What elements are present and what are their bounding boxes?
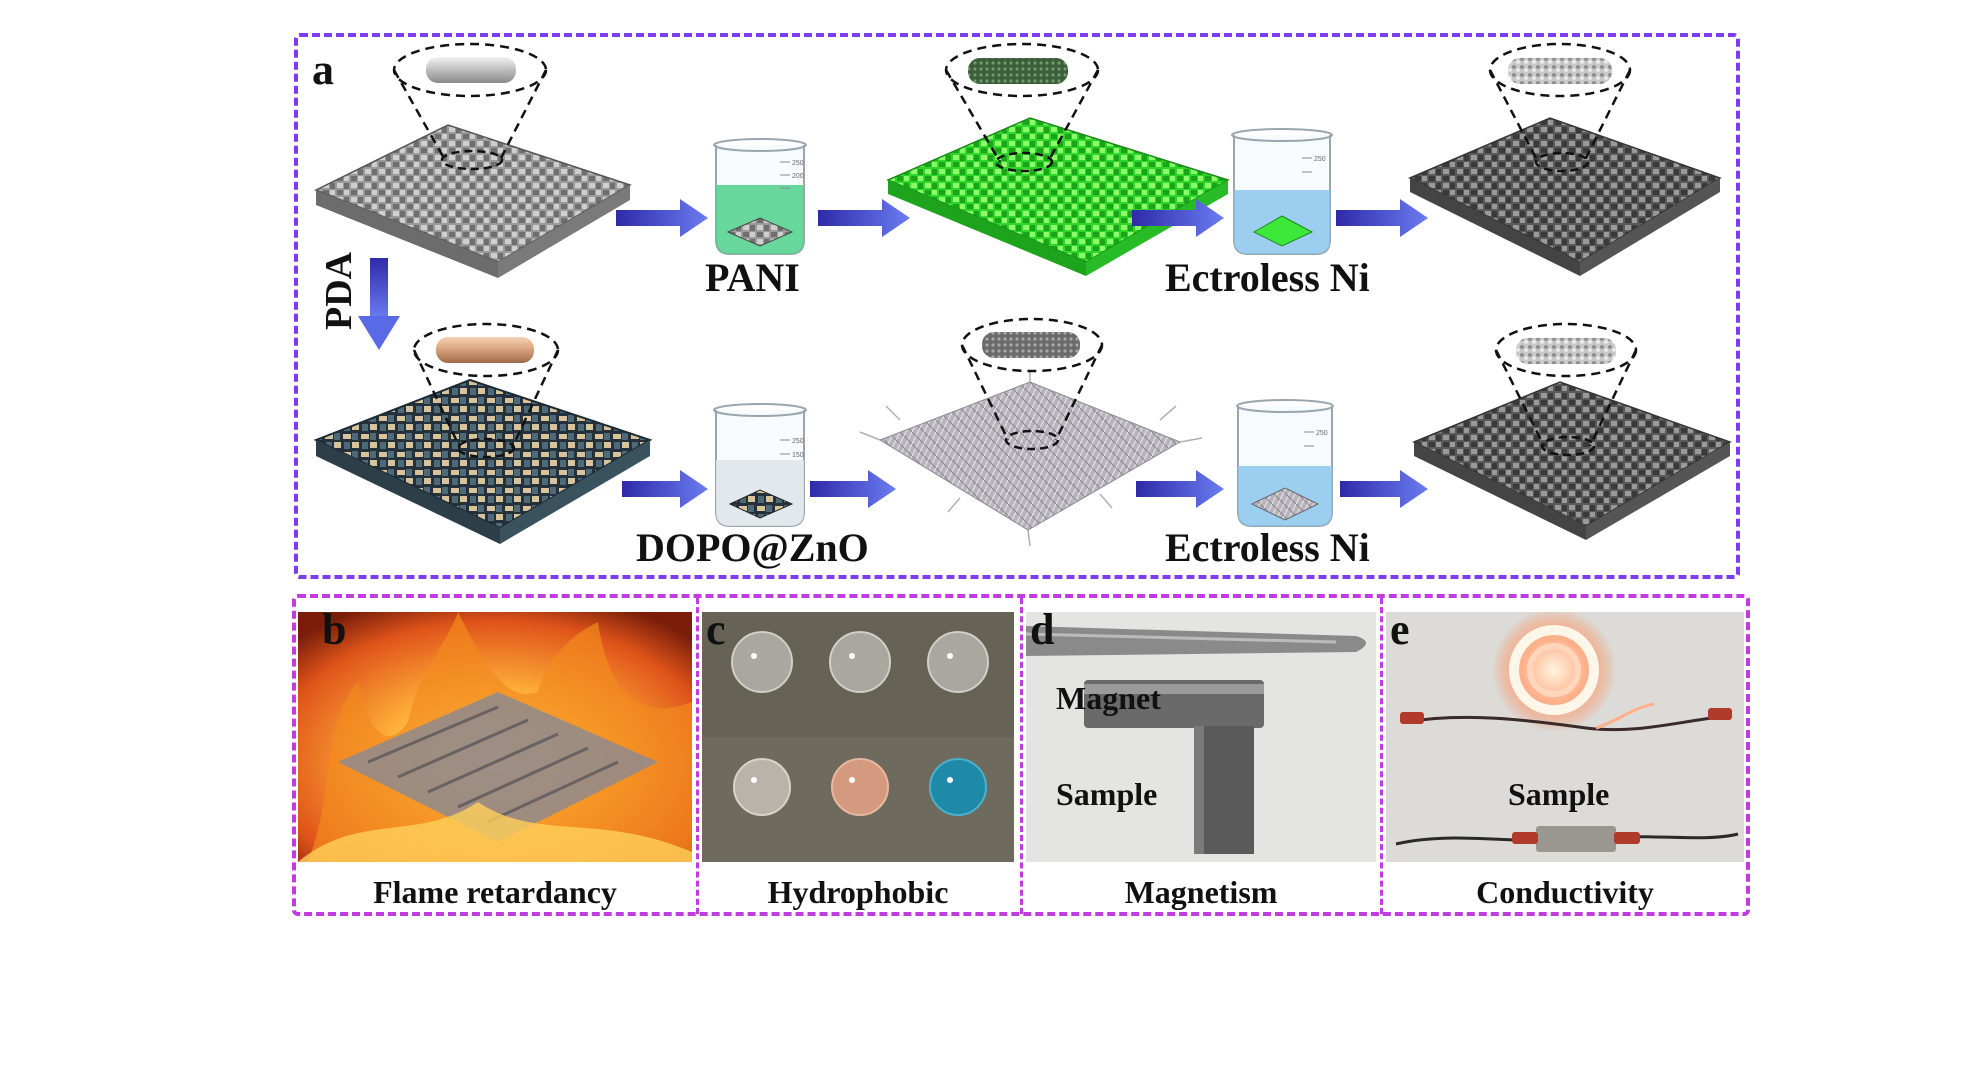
panel-a-letter: a bbox=[312, 45, 334, 94]
beaker-pani: 250 200 bbox=[713, 138, 807, 255]
process-arrow bbox=[616, 199, 708, 237]
fiber-rod-icon bbox=[1508, 58, 1612, 84]
fiber-rod-icon bbox=[982, 332, 1080, 358]
magnifier-cone-2 bbox=[944, 42, 1100, 173]
svg-text:150: 150 bbox=[792, 452, 804, 459]
beaker-ni-top: 250 bbox=[1231, 128, 1333, 255]
svg-text:250: 250 bbox=[1316, 430, 1328, 437]
beaker-dopo-zno: 250 150 bbox=[713, 403, 807, 527]
panel-e-letter: e bbox=[1390, 605, 1410, 654]
panel-a-schematic: 250 200 250 bbox=[313, 42, 1732, 547]
step-label-dopo-zno: DOPO@ZnO bbox=[636, 525, 869, 570]
magnifier-cone-1 bbox=[392, 42, 548, 171]
divider bbox=[696, 598, 699, 914]
svg-text:250: 250 bbox=[1314, 156, 1326, 163]
svg-text:250: 250 bbox=[792, 160, 804, 167]
step-label-ni-top: Ectroless Ni bbox=[1165, 255, 1370, 300]
photo-flame-retardancy bbox=[298, 612, 692, 862]
process-arrow bbox=[1340, 470, 1428, 508]
photo-magnetism bbox=[1026, 612, 1376, 862]
svg-text:250: 250 bbox=[792, 438, 804, 445]
magnifier-cone-4 bbox=[412, 322, 560, 459]
panel-b-letter: b bbox=[322, 605, 347, 654]
fiber-rod-icon bbox=[426, 57, 516, 83]
step-label-pani: PANI bbox=[705, 255, 800, 300]
divider bbox=[1380, 598, 1383, 914]
panel-d-letter: d bbox=[1030, 605, 1055, 654]
fabric-dopo-ni bbox=[1412, 381, 1732, 540]
caption-flame-retardancy: Flame retardancy bbox=[373, 874, 617, 910]
process-arrow bbox=[622, 470, 708, 508]
beaker-ni-bottom: 250 bbox=[1236, 399, 1334, 527]
process-arrow bbox=[1336, 199, 1428, 237]
step-label-ni-bottom: Ectroless Ni bbox=[1165, 525, 1370, 570]
photo-conductivity bbox=[1386, 612, 1744, 862]
magnifier-cone-5 bbox=[960, 317, 1104, 451]
divider bbox=[1020, 598, 1023, 914]
caption-hydrophobic: Hydrophobic bbox=[767, 874, 949, 910]
magnifier-cone-6 bbox=[1494, 322, 1638, 457]
fiber-rod-icon bbox=[436, 337, 534, 363]
caption-magnetism: Magnetism bbox=[1124, 874, 1278, 910]
pda-arrow-shaft bbox=[370, 258, 388, 318]
photo-hydrophobic bbox=[702, 612, 1014, 862]
bottom-panels-frame bbox=[292, 594, 1750, 916]
fabric-pda bbox=[313, 378, 653, 544]
label-sample-conductivity: Sample bbox=[1508, 776, 1610, 812]
process-arrow bbox=[1132, 199, 1224, 237]
magnifier-cone-3 bbox=[1488, 42, 1632, 173]
fiber-rod-icon bbox=[968, 58, 1068, 84]
label-sample-magnetism: Sample bbox=[1056, 776, 1158, 812]
process-arrow bbox=[1136, 470, 1224, 508]
fabric-dopo-zno bbox=[859, 366, 1203, 547]
svg-text:200: 200 bbox=[792, 173, 804, 180]
fabric-pristine bbox=[314, 124, 632, 278]
label-magnet: Magnet bbox=[1056, 680, 1161, 716]
fabric-pani-ni bbox=[1408, 117, 1722, 276]
caption-conductivity: Conductivity bbox=[1476, 874, 1654, 910]
process-arrow bbox=[810, 470, 896, 508]
pda-arrow-head bbox=[358, 316, 400, 350]
process-arrow bbox=[818, 199, 910, 237]
panel-a-frame bbox=[294, 33, 1740, 579]
panel-c-letter: c bbox=[706, 605, 726, 654]
pda-label: PDA bbox=[318, 251, 360, 330]
fiber-rod-icon bbox=[1516, 338, 1616, 364]
